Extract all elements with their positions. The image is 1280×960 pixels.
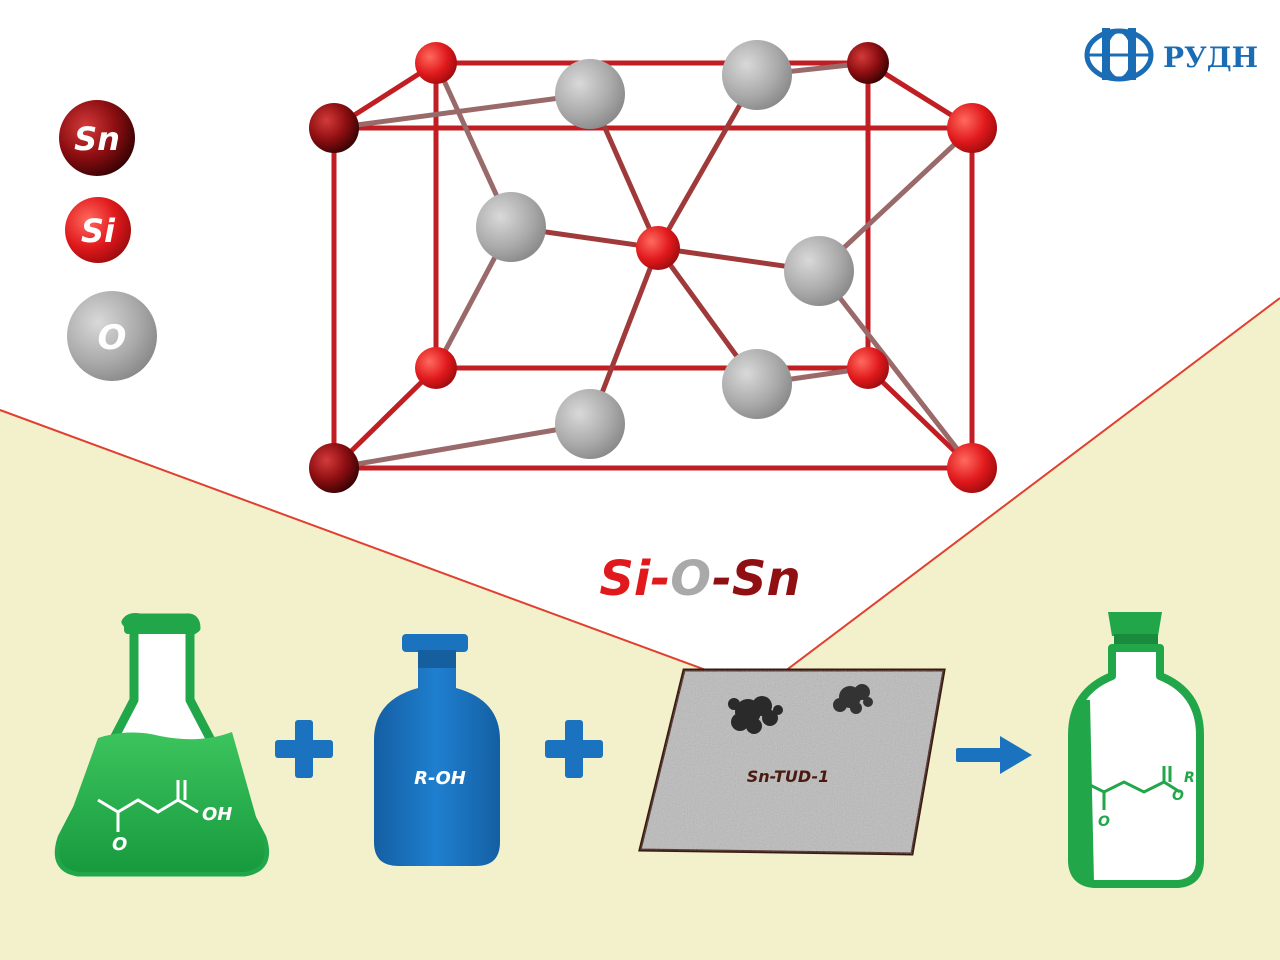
si-atom: [947, 443, 997, 493]
sn-atom: [309, 443, 359, 493]
o-atom: [784, 236, 854, 306]
reaction-arrow: [956, 736, 1032, 774]
particle-cluster: [728, 696, 783, 734]
bottom-background: [0, 298, 1280, 960]
flask-oh-label: OH: [202, 804, 232, 825]
globe-emblem-icon: [1084, 28, 1154, 82]
plus-sign-1: [275, 720, 333, 778]
bond-formula: Si-O-Sn: [599, 551, 800, 607]
bond-formula-dash1: -: [650, 551, 670, 607]
o-atom: [722, 40, 792, 110]
bond-formula-sn: Sn: [732, 551, 801, 607]
legend-si-label: Si: [81, 212, 116, 250]
legend-sn-sphere: [59, 100, 135, 176]
product-r-label: R: [1184, 770, 1195, 786]
product-o-ketone-label: O: [1098, 814, 1110, 830]
alcohol-bottle: R-OH: [374, 634, 500, 866]
si-atom: [415, 42, 457, 84]
rudn-logo: РУДН: [1084, 28, 1258, 82]
o-atom: [722, 349, 792, 419]
o-atom: [476, 192, 546, 262]
legend-sn-label: Sn: [74, 120, 120, 158]
catalyst-label: Sn-TUD-1: [747, 767, 829, 786]
legend-o-label: O: [98, 318, 127, 358]
plus-sign-2: [545, 720, 603, 778]
si-atom: [947, 103, 997, 153]
crystal-lattice: [309, 40, 997, 493]
flask-o-label: O: [112, 834, 127, 855]
si-atom-center: [636, 226, 680, 270]
logo-text: РУДН: [1163, 41, 1258, 74]
bond-formula-dash2: -: [712, 551, 732, 607]
ester-structure: [1083, 766, 1181, 810]
legend-si-sphere: [65, 197, 131, 263]
product-o-ester-label: O: [1172, 788, 1184, 804]
sn-atom: [309, 103, 359, 153]
legend-o-sphere: [67, 291, 157, 381]
catalyst-micrograph: Sn-TUD-1: [638, 668, 946, 856]
sn-atom: [847, 42, 889, 84]
o-atom: [555, 389, 625, 459]
lattice-bonds: [331, 60, 975, 471]
si-atom: [415, 347, 457, 389]
si-atom: [847, 347, 889, 389]
bond-formula-si: Si: [599, 551, 651, 607]
product-bottle: O R O: [1068, 612, 1204, 888]
levulinic-acid-structure: [97, 780, 199, 832]
particle-cluster: [833, 684, 873, 714]
bottle-label: R-OH: [414, 768, 466, 789]
bond-formula-o: O: [670, 551, 712, 607]
erlenmeyer-flask: OH O: [54, 613, 270, 877]
o-atom: [555, 59, 625, 129]
legend: Sn Si O: [59, 100, 157, 381]
